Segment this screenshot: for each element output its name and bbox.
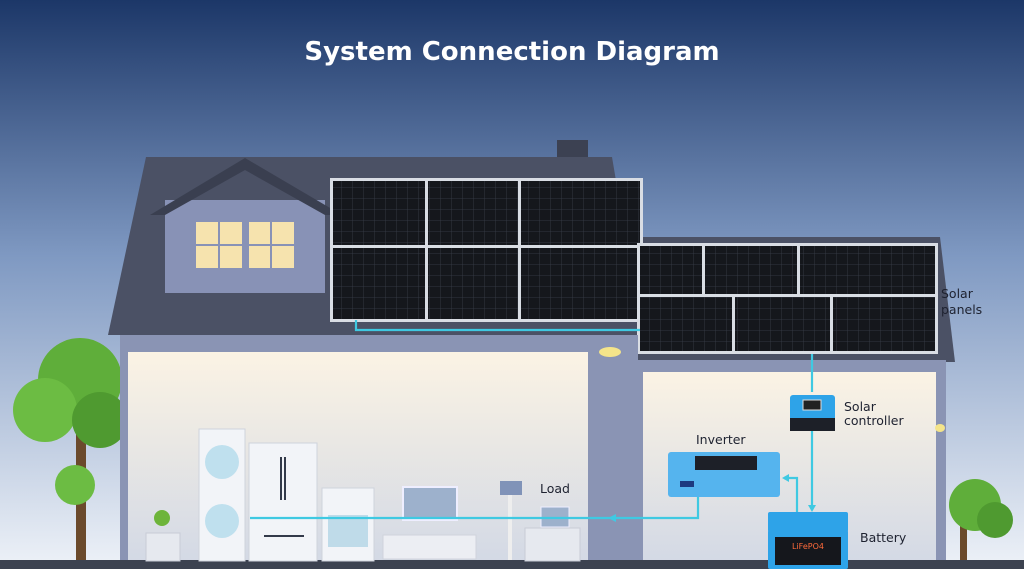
solar-panels-main [330,178,643,322]
battery-brand-label: LiFePO4 [792,542,824,551]
refrigerator [248,442,318,562]
inverter-label: Inverter [696,432,746,447]
cables [250,320,816,522]
appliances [145,428,581,562]
inverter [668,452,780,497]
tree-left [13,338,128,560]
wall-light [935,424,945,432]
diagram-title: System Connection Diagram [304,37,719,67]
television [402,486,458,521]
battery-label: Battery [860,530,907,545]
plant-icon [154,510,170,526]
load-label: Load [540,481,570,496]
tv-stand [382,534,477,560]
ceiling-light [599,347,621,357]
floor [0,560,1024,569]
arrow-icon [782,474,789,482]
dormer [150,158,342,293]
arrow-icon [608,514,616,522]
battery: LiFePO4 [768,512,848,569]
solar-panels-side [637,243,938,354]
solar-controller [790,395,835,431]
tree-right [949,479,1013,560]
desk [524,527,581,562]
arrow-icon [808,505,816,512]
lamp [500,481,522,495]
